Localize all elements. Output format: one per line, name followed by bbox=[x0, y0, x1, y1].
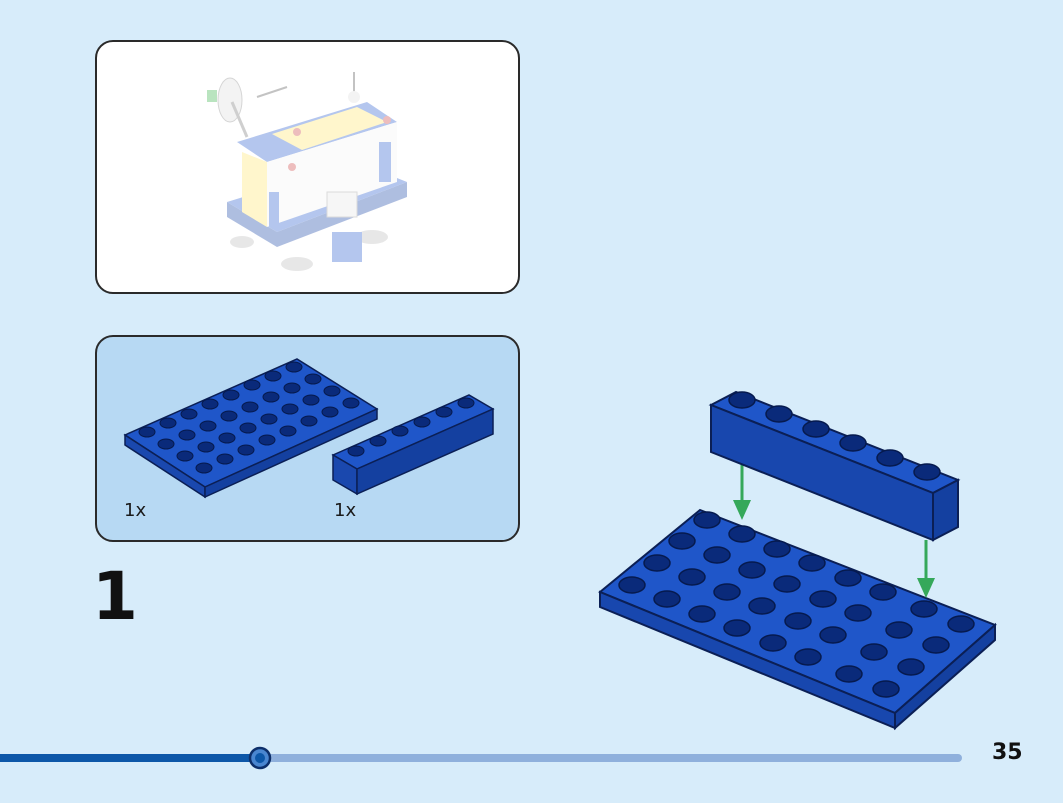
placement-arrow-icon bbox=[733, 462, 935, 598]
progress-fill bbox=[0, 754, 260, 762]
model-preview-image bbox=[207, 72, 407, 271]
part-quantity: 1x bbox=[124, 500, 147, 521]
blue-brick-1x6-icon bbox=[331, 394, 495, 496]
step-number: 1 bbox=[92, 558, 138, 635]
blue-plate-4x8-icon bbox=[123, 358, 379, 499]
parts-list-panel: 1x 1x bbox=[95, 335, 520, 542]
part-quantity: 1x bbox=[334, 500, 357, 521]
page-number: 35 bbox=[992, 740, 1023, 765]
model-preview-panel bbox=[95, 40, 520, 294]
